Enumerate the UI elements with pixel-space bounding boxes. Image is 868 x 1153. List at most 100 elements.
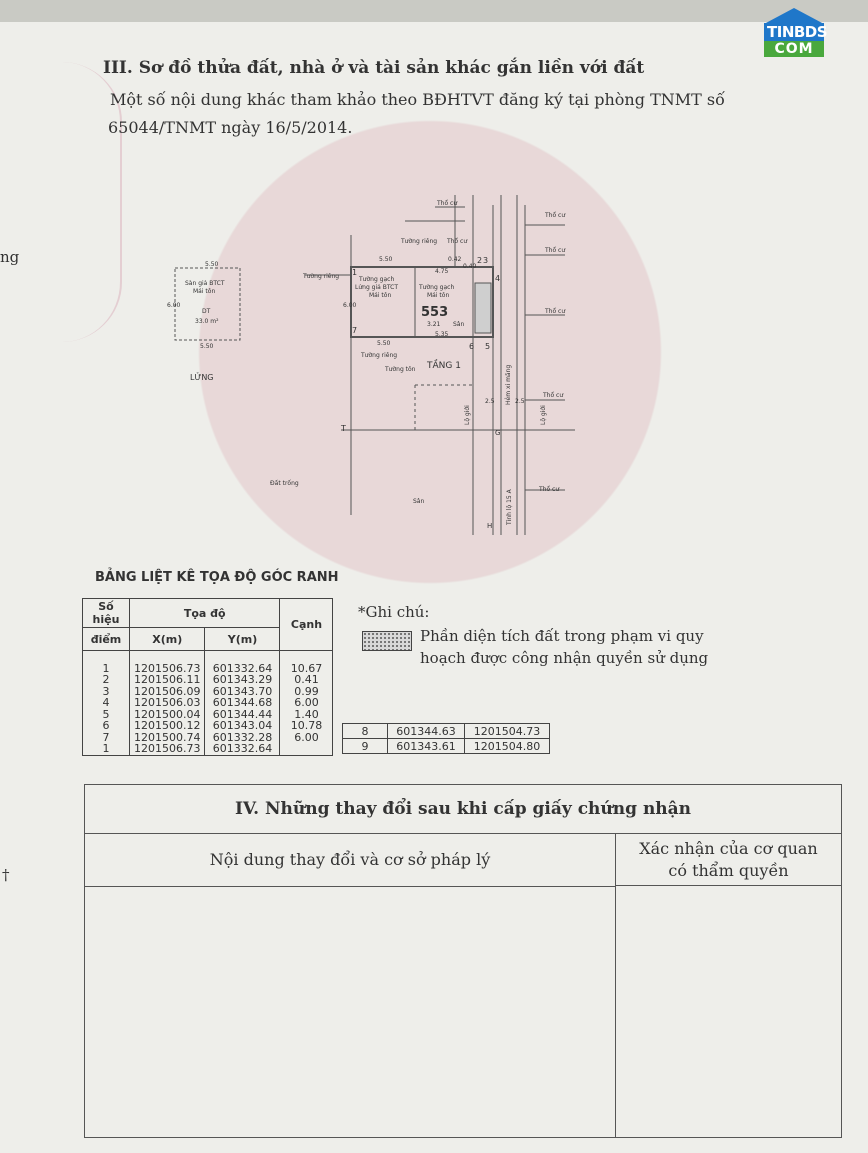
col-y-head: Y(m) — [204, 627, 281, 651]
road-label: Tỉnh lộ 15 A — [506, 488, 513, 526]
background-strip — [0, 0, 868, 22]
wall-label-chung-1: Tường riêng — [400, 238, 437, 245]
tho-cu-1: Thổ cư — [436, 200, 458, 207]
reference-line-2: 65044/TNMT ngày 16/5/2014. — [108, 118, 353, 137]
hem-label: Hẻm xi măng — [505, 365, 512, 405]
col-confirm-line-1: Xác nhận của cơ quan — [639, 839, 818, 858]
col-confirm-head: Xác nhận của cơ quan có thẩm quyền — [616, 834, 841, 886]
cell-edge: 10.67 — [279, 662, 334, 674]
cell-y: 601343.61 — [387, 738, 465, 754]
col-changes-head: Nội dung thay đổi và cơ sở pháp lý — [85, 834, 616, 887]
wall-label-chung-3: Tường riêng — [360, 352, 397, 359]
point-7: 7 — [352, 326, 357, 335]
cell-edge: 0.41 — [279, 674, 334, 686]
lung-area: 33.0 m² — [195, 318, 219, 325]
cell-edge: 10.78 — [279, 720, 334, 732]
section-3-title: III. Sơ đồ thửa đất, nhà ở và tài sản kh… — [103, 58, 645, 78]
wall-label-ton: Tường tôn — [384, 366, 416, 373]
edge-mark-left: † — [2, 866, 10, 884]
lot-number: 553 — [421, 305, 448, 320]
logo-line-1: TINBDS — [764, 23, 828, 41]
cell-edge: 1.40 — [279, 708, 334, 720]
col-confirm-line-2: có thẩm quyền — [668, 861, 789, 880]
section-4-title: IV. Những thay đổi sau khi cấp giấy chứn… — [85, 785, 841, 834]
col-point-head-1: Số hiệu — [82, 598, 130, 628]
point-5: 5 — [485, 342, 490, 351]
tho-cu-7: Thổ cư — [538, 486, 560, 493]
dim-475: 4.75 — [435, 268, 449, 275]
hatch-swatch — [362, 631, 412, 651]
table-row: 9 601343.61 1201504.80 — [342, 738, 550, 754]
dat-trong-label: Đất trống — [270, 480, 299, 487]
cell-x: 1201500.74 — [128, 731, 206, 743]
note-label: *Ghi chú: — [358, 603, 430, 621]
floor-label: TẦNG 1 — [426, 358, 461, 371]
section-4-table: IV. Những thay đổi sau khi cấp giấy chứn… — [84, 784, 842, 1138]
lung-dim-side: 6.00 — [167, 302, 181, 309]
wall-2b: Mái tôn — [427, 292, 449, 299]
cell-x: 1201506.73 — [128, 662, 206, 674]
cell-x: 1201506.11 — [128, 674, 206, 686]
lo-gioi-2: Lộ giới — [540, 405, 547, 425]
col-coord-head: Tọa độ — [128, 598, 281, 628]
watermark-arc — [0, 62, 122, 342]
note-line-1: Phần diện tích đất trong phạm vi quy — [420, 627, 704, 645]
planning-strip — [474, 282, 492, 334]
point-T: T — [340, 424, 346, 433]
site-plan-drawing: 5.50 Sàn giả BTCT Mái tôn 6.00 DT 33.0 m… — [167, 195, 575, 535]
cell-y: 601343.29 — [204, 674, 281, 686]
col-x-head: X(m) — [128, 627, 206, 651]
wall-1: Tường gạch — [358, 276, 394, 283]
cell-pt: 8 — [342, 723, 388, 739]
cell-edge: 0.99 — [279, 685, 334, 697]
lung-room-1: Sàn giả BTCT — [185, 280, 225, 287]
wall-label-chung-2: Tường riêng — [302, 273, 339, 280]
dim-600: 6.00 — [343, 302, 357, 309]
note-line-2: hoạch được công nhận quyền sử dụng — [420, 649, 709, 667]
tho-cu-4: Thổ cư — [544, 247, 566, 254]
cell-edge: 6.00 — [279, 697, 334, 709]
cell-y: 601332.64 — [204, 743, 281, 756]
cell-x: 1201504.80 — [464, 738, 550, 754]
certificate-page — [0, 22, 868, 1153]
point-6: 6 — [469, 342, 474, 351]
point-2: 2 — [477, 256, 482, 265]
san-label: Sân — [453, 321, 464, 328]
cell-pt: 2 — [82, 674, 130, 686]
dim-bottom-550: 5.50 — [377, 340, 391, 347]
dim-042: 0.42 — [448, 256, 462, 263]
cell-x: 1201506.09 — [128, 685, 206, 697]
cell-pt: 6 — [82, 720, 130, 732]
cell-pt: 1 — [82, 743, 130, 756]
site-plan: 5.50 Sàn giả BTCT Mái tôn 6.00 DT 33.0 m… — [165, 185, 585, 545]
house-icon — [764, 8, 824, 24]
dim-25a: 2.5 — [485, 398, 495, 405]
cell-x: 1201506.03 — [128, 697, 206, 709]
cell-pt: 4 — [82, 697, 130, 709]
point-3: 3 — [483, 256, 488, 265]
col-edge-head: Cạnh — [279, 598, 334, 651]
cell-y: 601344.68 — [204, 697, 281, 709]
dim-25b: 2.5 — [515, 398, 525, 405]
logo-line-2: COM — [764, 41, 824, 57]
tho-cu-2: Thổ cư — [544, 212, 566, 219]
col-point-head-2: điểm — [82, 627, 130, 651]
tinbds-logo: TINBDS COM — [764, 8, 828, 63]
cell-x: 1201500.12 — [128, 720, 206, 732]
cell-pt: 9 — [342, 738, 388, 754]
coord-table-extra: 8 601344.63 1201504.73 9 601343.61 12015… — [342, 723, 550, 754]
cell-x: 1201500.04 — [128, 708, 206, 720]
cell-x: 1201504.73 — [464, 723, 550, 739]
san2-label: Sân — [413, 498, 424, 505]
cell-edge — [279, 743, 334, 756]
lung-room-2: Mái tôn — [193, 288, 215, 295]
cell-y: 601343.04 — [204, 720, 281, 732]
point-4: 4 — [495, 274, 500, 283]
point-H: H — [487, 522, 492, 530]
